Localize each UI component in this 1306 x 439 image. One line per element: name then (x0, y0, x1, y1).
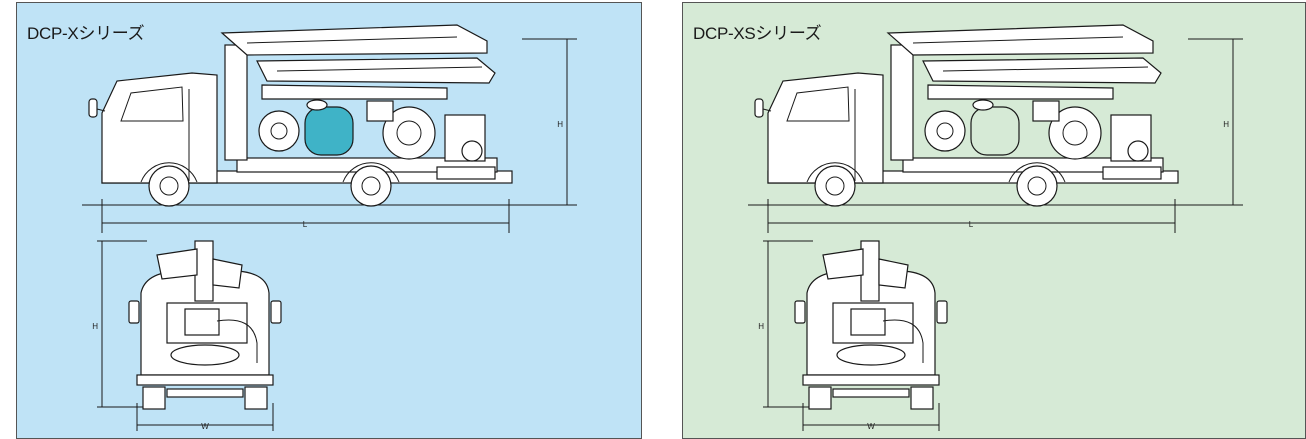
boom-cylinder (276, 66, 483, 72)
side-view: LH (82, 24, 577, 233)
boom-mast (890, 44, 914, 161)
front-hose (882, 319, 924, 363)
rear-wheel (350, 165, 392, 207)
wheel-hub (361, 176, 381, 196)
front-hose (216, 319, 258, 363)
front-mirror-left (794, 300, 806, 324)
wheel-hub (825, 176, 845, 196)
truck-cab (767, 72, 884, 184)
front-boom-mast (194, 240, 214, 302)
front-boom-arm (156, 248, 198, 280)
hose-reel (258, 110, 300, 152)
front-view: HW (758, 240, 948, 431)
front-boom-arm (822, 248, 864, 280)
mirror-arm (96, 108, 106, 112)
mirror-arm (762, 108, 772, 112)
panel-title: DCP-XSシリーズ (693, 24, 822, 43)
pump-drum (382, 106, 436, 160)
width-label: W (867, 422, 875, 431)
front-mirror-right (270, 300, 282, 324)
side-height-label: H (1223, 120, 1229, 129)
front-wheel-right (910, 386, 934, 410)
wheel-arch (140, 162, 198, 183)
length-label: L (303, 220, 308, 229)
rear-step (436, 166, 496, 180)
control-box (366, 100, 394, 122)
front-pump-box (184, 308, 220, 336)
front-boom-arm (878, 258, 909, 289)
front-pump-box (850, 308, 886, 336)
tank-cap (306, 99, 328, 111)
side-mirror (754, 98, 764, 118)
front-boom-mast (860, 240, 880, 302)
boom-cylinder (942, 66, 1149, 72)
panel-title: DCP-Xシリーズ (27, 24, 145, 43)
boom-middle (256, 57, 496, 84)
length-label: L (969, 220, 974, 229)
wheel-hub (1027, 176, 1047, 196)
front-wheel-left (142, 386, 166, 410)
rear-pulley (1127, 140, 1149, 162)
wheel-arch (342, 162, 400, 183)
rear-step (1102, 166, 1162, 180)
boom-mast (224, 44, 248, 161)
side-height-label: H (557, 120, 563, 129)
cab-window (120, 86, 184, 122)
hose-reel-hub (270, 122, 288, 140)
cab-window (786, 86, 850, 122)
front-axle (832, 388, 910, 398)
boom-cylinder (912, 36, 1124, 44)
pump-drum-hub (396, 120, 422, 146)
front-wheel-right (244, 386, 268, 410)
front-view: HW (92, 240, 282, 431)
rear-wheel (1016, 165, 1058, 207)
boom-middle (922, 57, 1162, 84)
hose-reel-hub (936, 122, 954, 140)
truck-cab (101, 72, 218, 184)
front-mirror-right (936, 300, 948, 324)
front-bumper (802, 374, 940, 386)
water-tank (304, 106, 354, 156)
front-tank (170, 344, 240, 366)
front-boom-arm (212, 258, 243, 289)
pump-drum-hub (1062, 120, 1088, 146)
boom-cylinder (246, 36, 458, 44)
wheel-arch (806, 162, 864, 183)
front-wheel (814, 165, 856, 207)
front-wheel-left (808, 386, 832, 410)
side-mirror (88, 98, 98, 118)
wheel-hub (159, 176, 179, 196)
front-height-label: H (92, 322, 98, 331)
boom-lower (927, 84, 1114, 100)
water-tank (970, 106, 1020, 156)
hose-reel (924, 110, 966, 152)
rear-pulley (461, 140, 483, 162)
width-label: W (201, 422, 209, 431)
front-wheel (148, 165, 190, 207)
pump-drum (1048, 106, 1102, 160)
front-height-label: H (758, 322, 764, 331)
wheel-arch (1008, 162, 1066, 183)
boom-lower (261, 84, 448, 100)
front-mirror-left (128, 300, 140, 324)
front-axle (166, 388, 244, 398)
tank-cap (972, 99, 994, 111)
control-box (1032, 100, 1060, 122)
front-tank (836, 344, 906, 366)
side-view: LH (748, 24, 1243, 233)
front-bumper (136, 374, 274, 386)
